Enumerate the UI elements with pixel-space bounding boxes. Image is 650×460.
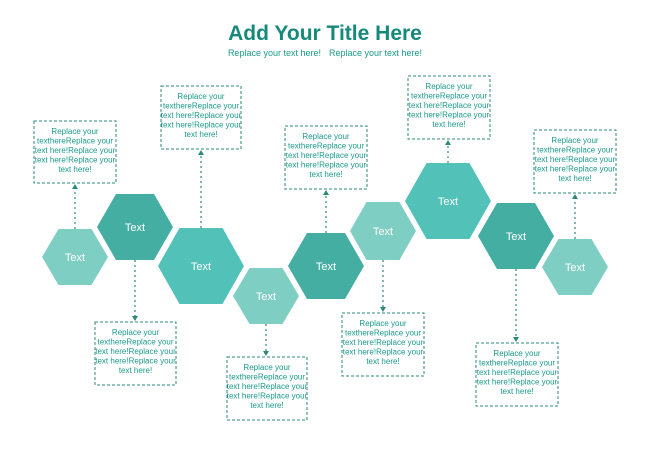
callout-text: text here!Replace your [343, 338, 424, 347]
callout-text: text here! [432, 120, 465, 129]
hexagon-shape[interactable] [478, 203, 554, 269]
callout-text: text here!Replace your [343, 348, 424, 357]
callout-box [226, 356, 308, 421]
callout-text: text here!Replace your [227, 382, 308, 391]
callout-text: text here!Replace your [161, 121, 242, 130]
callout-text: text here!Replace your [477, 378, 558, 387]
hexagon-shape[interactable] [350, 202, 416, 260]
callout-text: text here!Replace your [409, 101, 490, 110]
callout-text: text here! [366, 357, 399, 366]
callout-text: Replace your [425, 82, 472, 91]
callout-text: texthereReplace your [97, 338, 173, 347]
callout-box [407, 75, 491, 140]
callout-box [533, 129, 617, 194]
callout-box [160, 85, 242, 150]
callout-text: text here! [309, 170, 342, 179]
arrow-head-icon [380, 307, 386, 312]
callout-text: texthereReplace your [163, 102, 239, 111]
callout-text: text here!Replace your [95, 347, 176, 356]
callout-box [94, 321, 177, 386]
hexagon-label[interactable]: Text [316, 261, 336, 273]
hexagon-shape[interactable] [158, 228, 244, 304]
arrow-head-icon [132, 316, 138, 321]
callout-box [33, 120, 117, 184]
hexagon-label[interactable]: Text [373, 226, 393, 238]
callout-box [341, 312, 425, 377]
callout-text: texthereReplace your [288, 142, 364, 151]
callout-text: Replace your [359, 319, 406, 328]
hexagon-shape[interactable] [405, 163, 491, 239]
arrow-head-icon [572, 194, 578, 199]
hexagon-shape[interactable] [97, 194, 173, 260]
callout-text: text here!Replace your [286, 151, 367, 160]
hexagon-shape[interactable] [288, 233, 364, 299]
hexagon-label[interactable]: Text [65, 252, 85, 264]
callout-text: text here! [250, 401, 283, 410]
callout-text: Replace your [551, 136, 598, 145]
callout-text: text here! [119, 366, 152, 375]
callout-text: texthereReplace your [345, 329, 421, 338]
arrow-head-icon [513, 337, 519, 342]
hexagon-label[interactable]: Text [438, 196, 458, 208]
hexagon-label[interactable]: Text [565, 262, 585, 274]
hexagon-label[interactable]: Text [125, 222, 145, 234]
callout-text: text here!Replace your [35, 156, 116, 165]
callout-text: texthereReplace your [229, 373, 305, 382]
callout-text: Replace your [493, 349, 540, 358]
callout-box [284, 125, 368, 190]
arrow-head-icon [72, 184, 78, 189]
hexagon-shape[interactable] [42, 229, 108, 285]
callout-text: Replace your [112, 328, 159, 337]
page-title: Add Your Title Here [228, 22, 422, 45]
hexagon-shape[interactable] [233, 268, 299, 324]
callout-text: text here!Replace your [409, 111, 490, 120]
hexagon-label[interactable]: Text [256, 291, 276, 303]
callout-box [475, 342, 559, 407]
callout-text: texthereReplace your [37, 137, 113, 146]
callout-text: Replace your [51, 127, 98, 136]
subtitle: Replace your text here! Replace your text… [0, 48, 650, 58]
hexagon-shape[interactable] [542, 239, 608, 295]
hexagon-label[interactable]: Text [506, 231, 526, 243]
hexagon-label[interactable]: Text [191, 261, 211, 273]
callout-text: text here! [558, 174, 591, 183]
subtitle-text: Replace your text here! [227, 48, 321, 58]
subtitle-text: Replace your text here! [329, 48, 423, 58]
callout-text: text here!Replace your [95, 357, 176, 366]
callout-text: text here!Replace your [535, 155, 616, 164]
callout-text: text here! [58, 165, 91, 174]
callout-text: Replace your [177, 92, 224, 101]
callout-text: Replace your [302, 132, 349, 141]
callout-text: text here! [184, 130, 217, 139]
callout-text: texthereReplace your [479, 359, 555, 368]
callout-text: text here!Replace your [477, 368, 558, 377]
callout-text: text here!Replace your [286, 161, 367, 170]
arrow-head-icon [445, 140, 451, 145]
callout-text: Replace your [243, 363, 290, 372]
arrow-head-icon [323, 190, 329, 195]
callout-text: text here!Replace your [535, 165, 616, 174]
arrow-head-icon [198, 150, 204, 155]
callout-text: text here!Replace your [35, 146, 116, 155]
callout-text: text here! [500, 387, 533, 396]
callout-text: text here!Replace your [227, 392, 308, 401]
arrow-head-icon [263, 351, 269, 356]
callout-text: text here!Replace your [161, 111, 242, 120]
callout-text: texthereReplace your [537, 146, 613, 155]
callout-text: texthereReplace your [411, 92, 487, 101]
